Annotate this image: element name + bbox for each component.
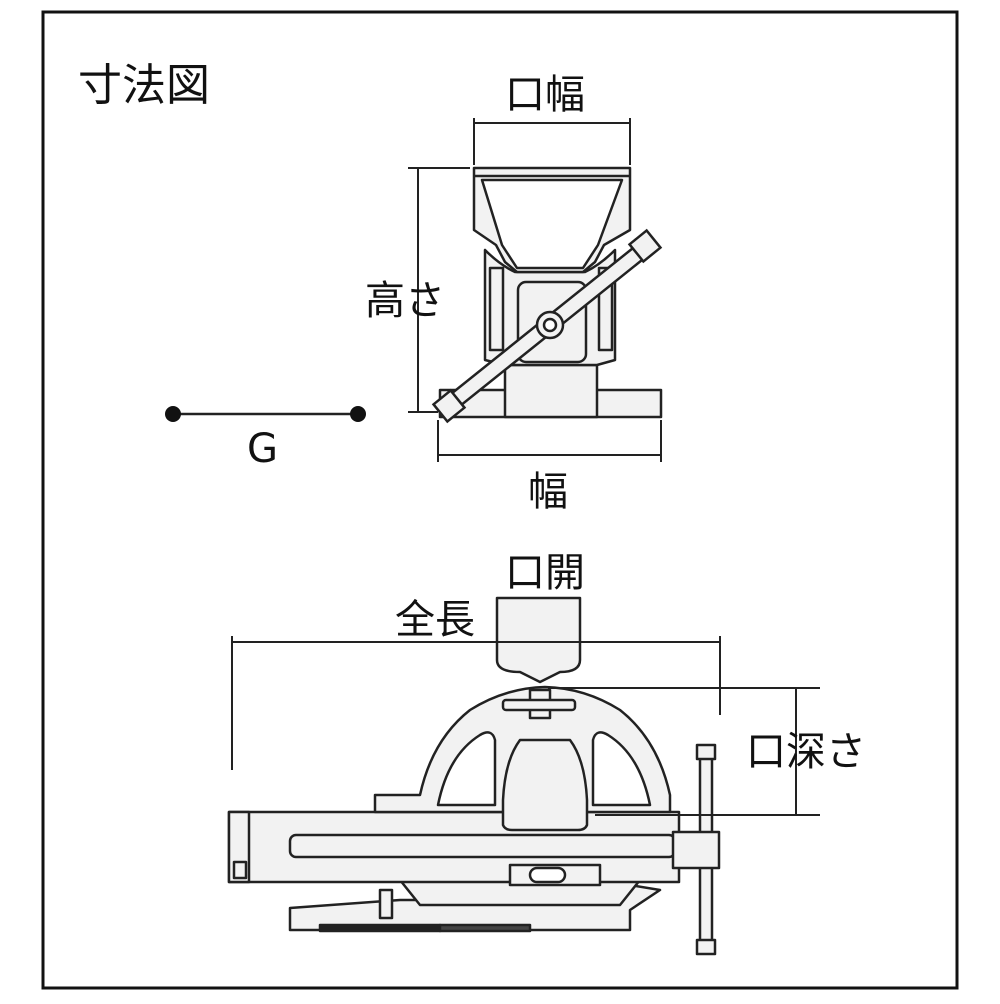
side-base-slot-1 [318,923,442,933]
label-throat-depth: 口深さ [746,729,866,775]
label-g: G [247,426,278,472]
label-overall-length: 全長 [395,597,475,643]
side-handle-top [695,743,717,761]
side-arch-cutout-left [436,731,497,807]
side-pin [378,888,394,920]
dim-jaw-width [473,118,631,165]
front-handle [431,228,663,424]
side-handle-bottom [695,938,717,956]
side-jaw [501,738,589,832]
handle-end-bottom [431,388,467,424]
side-arch-cutout-right [591,731,652,807]
side-jaw-opening-block [495,596,582,684]
g-marker [165,406,366,422]
outer-frame [41,10,959,990]
label-jaw-width: 口幅 [505,72,585,118]
side-handle-collar [671,830,721,870]
page-title: 寸法図 [78,60,210,111]
side-base-slot-2 [438,923,532,933]
dim-width [437,420,662,462]
handle-end-top [627,228,663,264]
dim-height [408,167,470,413]
label-width: 幅 [528,469,568,515]
front-jaw-inner [480,178,624,270]
front-body-block [503,363,599,419]
dim-throat-depth [548,687,820,816]
side-slot [528,866,567,884]
side-top-bolt-bar [501,698,577,712]
handle-pivot-inner [542,317,558,333]
side-view [227,596,721,956]
side-rail-stop [232,860,248,880]
front-side-left [488,266,505,352]
side-screw [288,833,677,859]
dim-overall-length [231,636,721,770]
label-jaw-opening: 口開 [505,550,585,596]
label-height: 高さ [365,278,445,324]
